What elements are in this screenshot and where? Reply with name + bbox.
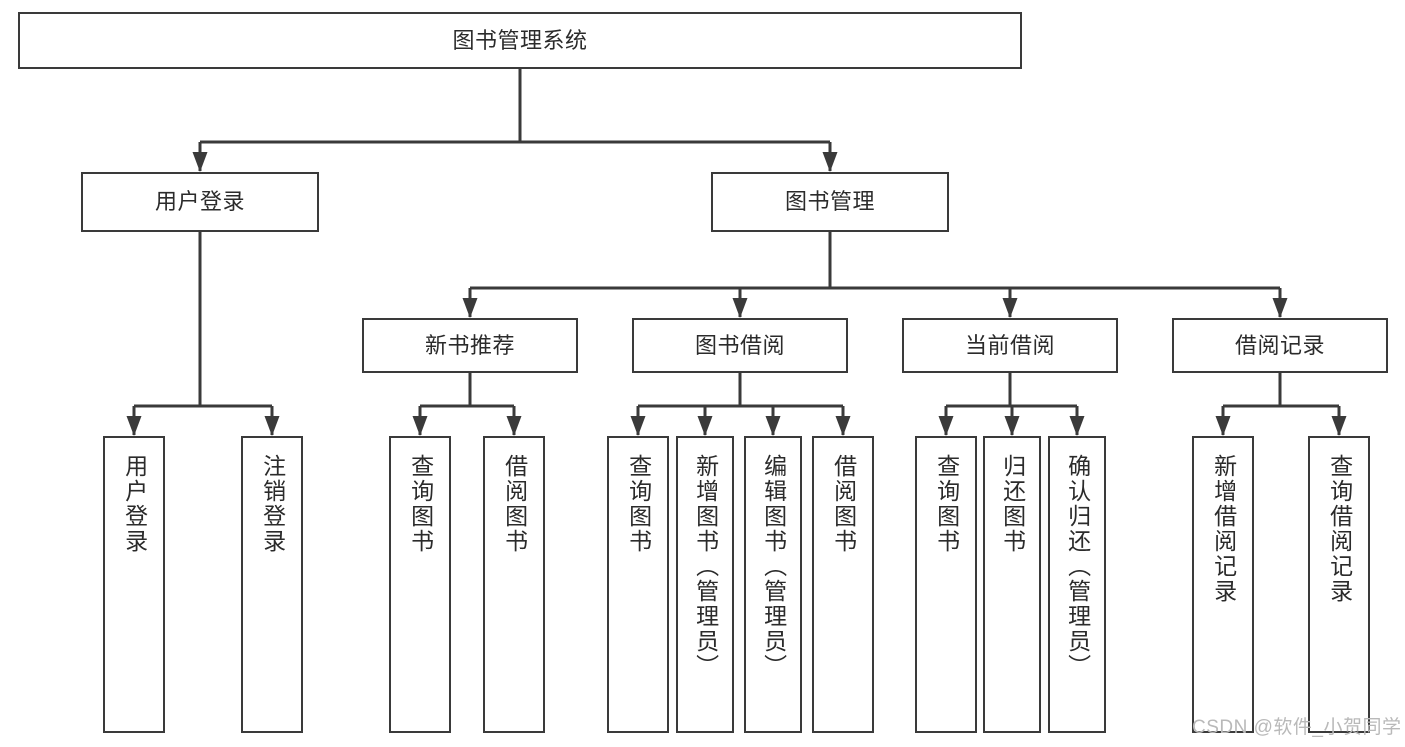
node-leaf-return-book[interactable]: 归还图书 (983, 436, 1041, 733)
node-label: 查询图书 (933, 454, 960, 554)
node-label: 确认归还（管理员） (1064, 454, 1091, 679)
node-new-book-rec[interactable]: 新书推荐 (362, 318, 578, 373)
node-label: 新书推荐 (424, 332, 515, 358)
node-leaf-query-record[interactable]: 查询借阅记录 (1308, 436, 1370, 733)
node-label: 借阅图书 (830, 454, 857, 554)
node-root[interactable]: 图书管理系统 (18, 12, 1022, 69)
node-label: 注销登录 (259, 454, 286, 554)
node-book-manage[interactable]: 图书管理 (711, 172, 949, 232)
node-label: 查询图书 (625, 454, 652, 554)
node-book-borrow[interactable]: 图书借阅 (632, 318, 848, 373)
node-leaf-user-logout[interactable]: 注销登录 (241, 436, 303, 733)
node-user-login[interactable]: 用户登录 (81, 172, 319, 232)
node-leaf-borrow-book-2[interactable]: 借阅图书 (812, 436, 874, 733)
node-label: 用户登录 (154, 189, 245, 215)
node-leaf-query-book-2[interactable]: 查询图书 (607, 436, 669, 733)
node-leaf-query-book-1[interactable]: 查询图书 (389, 436, 451, 733)
node-leaf-confirm-return[interactable]: 确认归还（管理员） (1048, 436, 1106, 733)
node-label: 用户登录 (121, 454, 148, 554)
node-label: 查询借阅记录 (1326, 454, 1353, 604)
node-current-borrow[interactable]: 当前借阅 (902, 318, 1118, 373)
node-label: 图书管理系统 (452, 27, 588, 53)
node-leaf-query-book-3[interactable]: 查询图书 (915, 436, 977, 733)
node-label: 查询图书 (407, 454, 434, 554)
node-borrow-record[interactable]: 借阅记录 (1172, 318, 1388, 373)
node-leaf-add-record[interactable]: 新增借阅记录 (1192, 436, 1254, 733)
node-label: 图书借阅 (694, 332, 785, 358)
node-leaf-edit-book[interactable]: 编辑图书（管理员） (744, 436, 802, 733)
node-label: 当前借阅 (964, 332, 1055, 358)
node-label: 图书管理 (784, 189, 875, 215)
node-leaf-borrow-book-1[interactable]: 借阅图书 (483, 436, 545, 733)
node-label: 新增借阅记录 (1210, 454, 1237, 604)
node-label: 借阅图书 (501, 454, 528, 554)
node-leaf-add-book[interactable]: 新增图书（管理员） (676, 436, 734, 733)
node-label: 归还图书 (999, 454, 1026, 554)
node-label: 新增图书（管理员） (692, 454, 719, 679)
node-label: 借阅记录 (1234, 332, 1325, 358)
node-label: 编辑图书（管理员） (760, 454, 787, 679)
node-leaf-user-login[interactable]: 用户登录 (103, 436, 165, 733)
